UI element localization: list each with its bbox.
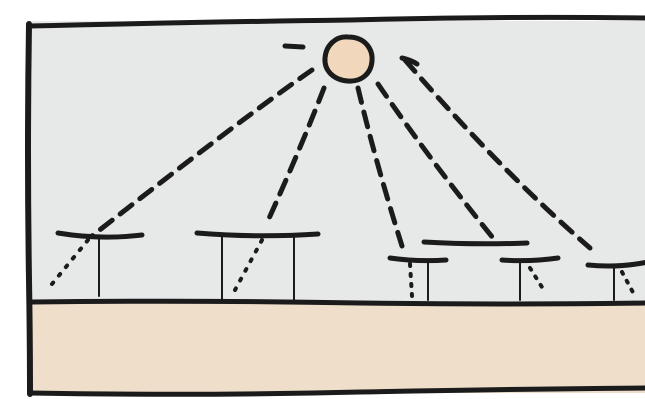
frame-border <box>28 24 30 394</box>
horizon-line <box>32 301 645 304</box>
sun-icon <box>325 37 372 81</box>
ground-panel <box>29 302 645 393</box>
